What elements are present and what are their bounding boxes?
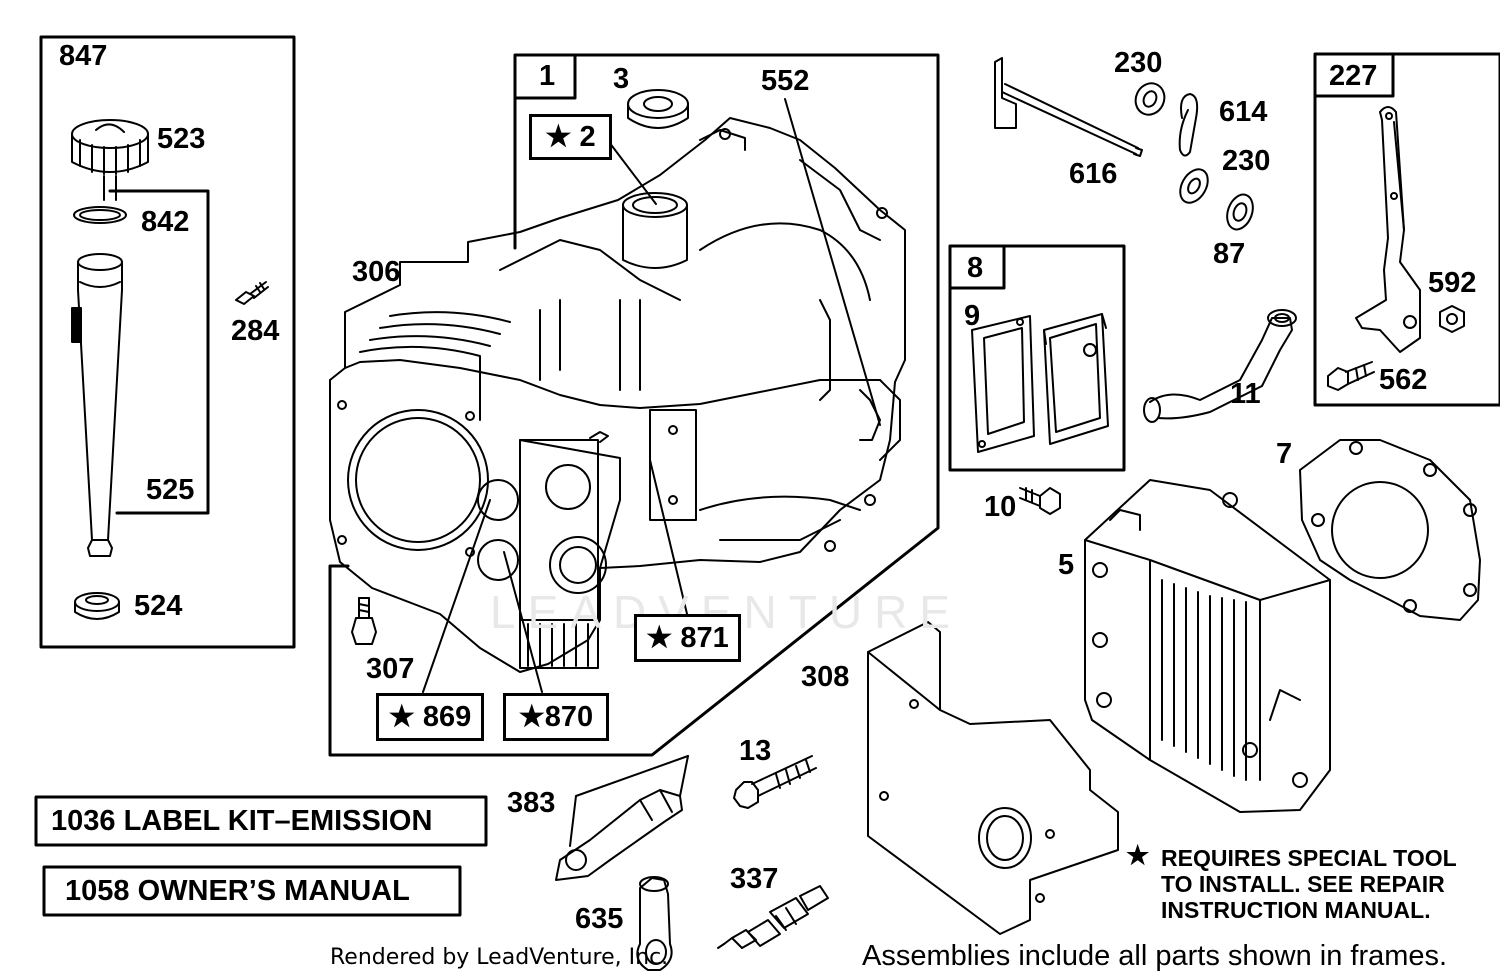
callout-box-2: ★ 2 xyxy=(529,114,612,160)
breather-gasket-drawing xyxy=(971,315,1035,453)
part-label-87: 87 xyxy=(1213,238,1246,270)
part-label-552: 552 xyxy=(761,65,810,97)
cylinder-baffle-drawing xyxy=(867,621,1119,935)
frame-525-bracket xyxy=(108,189,210,515)
frame-label-1: 1 xyxy=(539,60,556,92)
callout-box-870: ★870 xyxy=(503,693,609,741)
part-label-616: 616 xyxy=(1069,158,1118,190)
leader-552 xyxy=(784,98,881,426)
part-label-842: 842 xyxy=(141,206,190,238)
leader-869 xyxy=(422,499,491,693)
leader-2 xyxy=(605,137,657,205)
cylinder-head-drawing xyxy=(1084,479,1331,813)
head-gasket-drawing xyxy=(1299,439,1481,621)
part-label-562: 562 xyxy=(1379,364,1428,396)
grommet-drawing xyxy=(74,592,120,620)
part-label-337: 337 xyxy=(730,863,779,895)
label-kit-emission: 1036 LABEL KIT–EMISSION xyxy=(51,805,433,837)
assemblies-note: Assemblies include all parts shown in fr… xyxy=(862,940,1448,972)
note-line-1: REQUIRES SPECIAL TOOL xyxy=(1161,845,1457,871)
part-label-635: 635 xyxy=(575,903,624,935)
leader-870 xyxy=(503,551,543,693)
screw-13-drawing xyxy=(733,755,817,809)
dipstick-cap-drawing xyxy=(71,119,149,201)
leader-871 xyxy=(649,459,689,619)
hitch-pin-drawing xyxy=(1178,93,1199,157)
frame-label-525: 525 xyxy=(146,474,195,506)
spark-plug-drawing xyxy=(717,885,829,949)
note-line-2: TO INSTALL. SEE REPAIR xyxy=(1161,871,1445,897)
callout-box-871: ★ 871 xyxy=(634,614,741,662)
engine-block-drawing xyxy=(329,117,906,673)
frame-label-8: 8 xyxy=(967,252,984,284)
frame-1-outline xyxy=(328,53,940,757)
screw-562-drawing xyxy=(1327,361,1375,391)
governor-shaft-drawing xyxy=(994,57,1143,157)
washer-230-lower-drawing xyxy=(1179,168,1209,204)
note-line-3: INSTRUCTION MANUAL. xyxy=(1161,897,1431,923)
frame-label-227: 227 xyxy=(1329,60,1378,92)
star-note-icon: ★ xyxy=(1126,840,1150,870)
part-label-9: 9 xyxy=(964,300,981,332)
owners-manual-label: 1058 OWNER’S MANUAL xyxy=(65,875,410,907)
frame-label-847: 847 xyxy=(59,40,108,72)
part-label-523: 523 xyxy=(157,123,206,155)
washer-230-upper-drawing xyxy=(1134,82,1166,116)
breather-assembly-drawing xyxy=(1043,313,1109,445)
screw-307-drawing xyxy=(351,597,377,645)
rendered-by-credit: Rendered by LeadVenture, Inc. xyxy=(330,945,669,970)
part-label-592: 592 xyxy=(1428,267,1477,299)
callout-box-869: ★ 869 xyxy=(376,693,484,741)
frame-227-outline xyxy=(1313,52,1500,407)
nut-592-drawing xyxy=(1439,305,1465,333)
part-label-13: 13 xyxy=(739,735,772,767)
switch-383-drawing xyxy=(555,755,689,881)
frame-8-outline xyxy=(948,244,1126,472)
part-label-284: 284 xyxy=(231,315,280,347)
part-label-3: 3 xyxy=(613,63,630,95)
frame-847-outline xyxy=(39,35,296,649)
part-label-383: 383 xyxy=(507,787,556,819)
part-label-10: 10 xyxy=(984,491,1017,523)
owners-manual-box xyxy=(42,865,462,917)
part-label-614: 614 xyxy=(1219,96,1268,128)
part-label-307: 307 xyxy=(366,653,415,685)
part-label-230-upper: 230 xyxy=(1114,47,1163,79)
washer-87-drawing xyxy=(1226,193,1254,231)
spark-plug-boot-drawing xyxy=(636,876,673,971)
o-ring-drawing xyxy=(73,206,127,224)
part-label-308: 308 xyxy=(801,661,850,693)
screw-284-drawing xyxy=(235,281,269,305)
screw-10-drawing xyxy=(1019,487,1061,515)
label-kit-box xyxy=(34,795,488,847)
dipstick-tube-drawing xyxy=(71,253,123,557)
part-label-230-lower: 230 xyxy=(1222,145,1271,177)
part-label-524: 524 xyxy=(134,590,183,622)
part-label-5: 5 xyxy=(1058,549,1075,581)
breather-tube-drawing xyxy=(1143,309,1297,423)
part-label-11: 11 xyxy=(1230,378,1261,410)
part-label-306: 306 xyxy=(352,256,401,288)
part-label-7: 7 xyxy=(1276,438,1293,470)
oil-seal-drawing xyxy=(627,89,689,129)
governor-lever-drawing xyxy=(1355,106,1421,353)
